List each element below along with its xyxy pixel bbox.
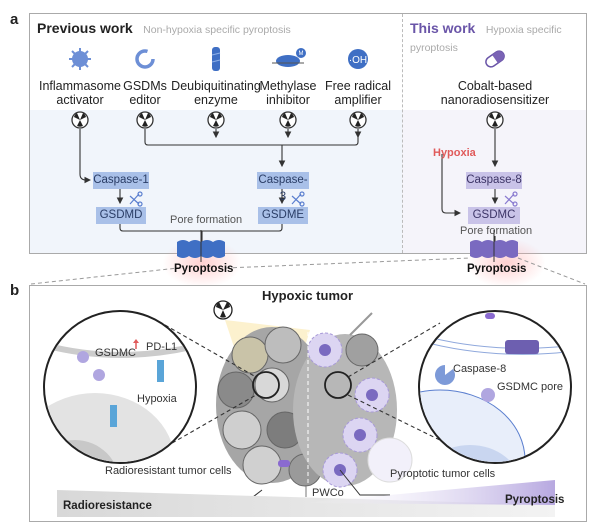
svg-text:·OH: ·OH [349, 55, 367, 66]
pyroptosis-label-right: Pyroptosis [467, 263, 527, 275]
agent-deubiquitinating: Deubiquitinating enzyme [161, 79, 271, 107]
scissors-icon [291, 191, 305, 207]
deubiquitinating-enzyme-icon [211, 47, 221, 71]
scissors-icon [504, 191, 518, 207]
methylase-inhibitor-icon: M [272, 48, 306, 67]
hypoxia-zoom-label: Hypoxia [137, 393, 177, 405]
nanoradiosensitizer-icon [485, 50, 505, 68]
caspase-8-box: Caspase-8 [466, 172, 522, 189]
gsdmc-pore-icon [505, 340, 539, 354]
gsdme-box: GSDME [258, 207, 308, 224]
agent-label-line1: Deubiquitinating [171, 79, 261, 93]
free-radical-icon: ·OH [348, 49, 368, 69]
pore-connectors [30, 230, 586, 285]
pyroptotic-label: Pyroptotic tumor cells [390, 468, 496, 480]
gsdms-editor-icon [135, 49, 155, 69]
agent-free-radical: Free radical amplifier [303, 79, 413, 107]
this-work-title: This work [410, 20, 476, 36]
agent-label-line1: Cobalt-based [457, 79, 533, 93]
panel-b-label: b [10, 282, 20, 299]
pwco-capsule-icon [485, 313, 495, 319]
gsdmc-protein-icon [481, 388, 495, 402]
agent-gsdms-editor: GSDMs editor [90, 79, 200, 107]
section-divider [402, 14, 403, 253]
caspase-1-box: Caspase-1 [93, 172, 149, 189]
agent-label-line2: amplifier [334, 93, 382, 107]
agent-label-line2: editor [129, 93, 161, 107]
pore-formation-label: Pore formation [460, 225, 533, 237]
this-work-header: This work Hypoxia specific pyroptosis [410, 20, 586, 56]
tumor-illustration [43, 300, 572, 517]
syringe-icon [349, 312, 373, 336]
panel-a-label: a [10, 11, 19, 28]
gsdmd-box: GSDMD [96, 207, 146, 224]
previous-work-title: Previous work [37, 20, 133, 36]
pyroptosis-bar-label: Pyroptosis [505, 494, 565, 506]
agent-icons: M ·OH [69, 47, 505, 71]
caspase-3-box: Caspase-3 [257, 172, 309, 203]
panel-a-box: Previous work Non-hypoxia specific pyrop… [29, 13, 587, 254]
previous-work-subtitle: Non-hypoxia specific pyroptosis [143, 24, 291, 36]
pdl1-receptor-icon [157, 360, 164, 382]
pdl1-receptor-icon [110, 405, 117, 427]
gsdmc-box: GSDMC [468, 207, 520, 224]
pyroptosis-label-left: Pyroptosis [174, 263, 234, 275]
agent-label-line2: nanoradiosensitizer [440, 93, 550, 107]
agent-label-line1: Methylase [259, 79, 317, 93]
gsdmc-protein-icon [77, 351, 89, 363]
left-zoom-circle [43, 310, 197, 464]
radioresistance-label: Radioresistance [63, 500, 152, 512]
gsdmc-pore-label: GSDMC pore [497, 381, 564, 393]
hypoxic-tumor-title: Hypoxic tumor [262, 288, 354, 303]
pwco-label: PWCo [312, 487, 344, 499]
pyroptotic-cells [293, 312, 413, 488]
pdl1-label: PD-L1 [146, 341, 178, 353]
scissors-icon [129, 191, 143, 207]
radioresistance-gradient-bar [57, 490, 555, 517]
hypoxia-label: Hypoxia [433, 147, 476, 159]
agent-label-line1: Inflammasome [39, 79, 121, 93]
agent-label-line1: GSDMs [123, 79, 167, 93]
agent-label-line1: Free radical [325, 79, 391, 93]
this-work-subtitle: Hypoxia specific pyroptosis [410, 24, 562, 54]
agent-label-line2: enzyme [194, 93, 238, 107]
agent-label-line2: activator [56, 93, 104, 107]
gsdmc-protein-icon [93, 369, 105, 381]
caspase8-icon [435, 365, 455, 385]
agent-inflammasome: Inflammasome activator [25, 79, 135, 107]
pore-formation-label: Pore formation [170, 214, 243, 226]
agent-label-line2: inhibitor [266, 93, 310, 107]
svg-text:M: M [299, 51, 304, 57]
inflammasome-icon [69, 48, 91, 70]
pyroptotic-pointer [339, 469, 390, 496]
pwco-capsule-icon [278, 460, 290, 467]
radioresistant-label: Radioresistant tumor cells [105, 465, 232, 477]
pyroptosis-gradient-bar [300, 480, 555, 505]
agent-cobalt: Cobalt-based nanoradiosensitizer [435, 79, 555, 107]
previous-work-header: Previous work Non-hypoxia specific pyrop… [37, 20, 291, 38]
caspase8-zoom-label: Caspase-8 [453, 363, 507, 375]
gsdmc-label: GSDMC [95, 347, 136, 359]
agent-methylase: Methylase inhibitor [233, 79, 343, 107]
